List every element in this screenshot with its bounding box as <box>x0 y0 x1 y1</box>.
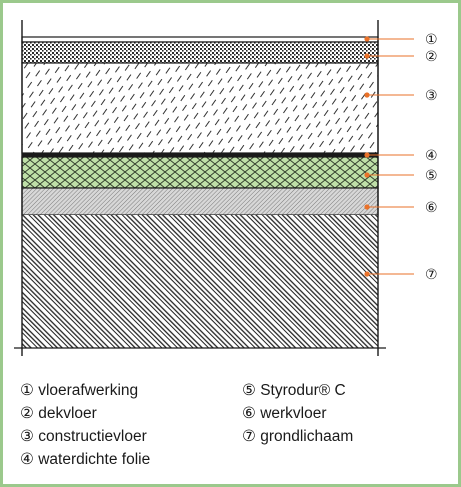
legend-item-1: ① vloerafwerking <box>20 382 139 399</box>
marker-7: ⑦ <box>425 267 438 283</box>
leader-7 <box>364 271 414 277</box>
marker-2: ② <box>425 49 438 65</box>
layer-working-floor <box>21 187 379 216</box>
marker-1: ① <box>425 32 438 48</box>
leader-4 <box>364 152 414 158</box>
leader-1 <box>364 36 414 42</box>
layer-structural-floor <box>21 62 379 154</box>
leader-2 <box>364 53 414 59</box>
legend-left-column: ① vloerafwerking ② dekvloer ③ constructi… <box>20 379 150 471</box>
legend-item-5: ⑤ Styrodur® C <box>242 382 346 399</box>
layer-floor-finish <box>21 36 379 43</box>
layer-ground <box>22 215 378 348</box>
legend-item-6: ⑥ werkvloer <box>242 405 327 422</box>
legend-item-3: ③ constructievloer <box>20 428 147 445</box>
legend-item-7: ⑦ grondlichaam <box>242 428 354 445</box>
layer-waterproof-foil <box>22 153 378 157</box>
marker-4: ④ <box>425 148 438 164</box>
marker-3: ③ <box>425 88 438 104</box>
marker-6: ⑥ <box>425 200 438 216</box>
leader-3 <box>364 92 414 98</box>
layer-insulation <box>21 156 379 189</box>
legend-right-column: ⑤ Styrodur® C ⑥ werkvloer ⑦ grondlichaam <box>242 379 353 448</box>
marker-5: ⑤ <box>425 168 438 184</box>
leader-5 <box>364 172 414 178</box>
leader-6 <box>364 204 414 210</box>
legend-item-2: ② dekvloer <box>20 405 97 422</box>
layer-screed <box>21 41 379 64</box>
legend-item-4: ④ waterdichte folie <box>20 451 151 468</box>
